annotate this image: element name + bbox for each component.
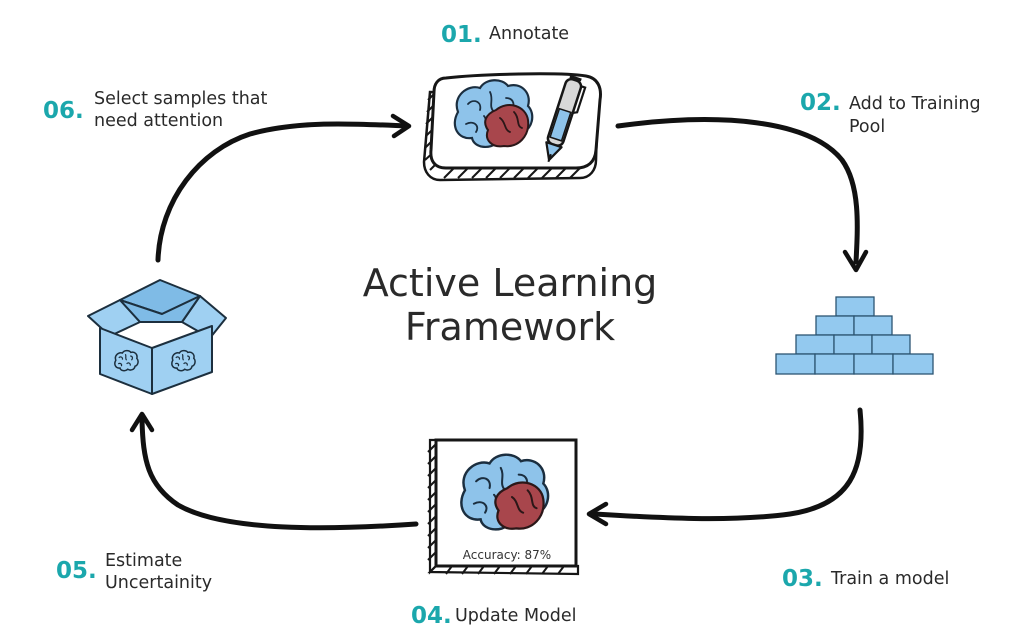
step-label-line-1: Estimate: [105, 551, 182, 571]
step-number: 06.: [43, 98, 84, 124]
arrow-update-to-estimate: [139, 417, 419, 531]
step-estimate-uncertainty: 05. Estimate Uncertainity: [56, 551, 212, 593]
step-label-line-2: Uncertainity: [105, 573, 212, 593]
step-label-line-1: Select samples that: [94, 89, 268, 109]
title-line-2: Framework: [405, 305, 615, 349]
brain-icon: [453, 79, 534, 149]
step-label: Update Model: [455, 606, 576, 626]
arrow-annotate-to-pool: [615, 117, 860, 265]
open-box-icon: [87, 279, 227, 395]
annotation-tablet-icon: [422, 72, 602, 182]
title-line-1: Active Learning: [363, 261, 658, 305]
step-label: Annotate: [489, 24, 569, 44]
brick-pyramid-icon: [775, 296, 934, 375]
arrowhead-annotate: [390, 113, 412, 139]
step-label-line-2: need attention: [94, 111, 223, 131]
model-card-icon: Accuracy: 87%: [427, 438, 580, 576]
arrowhead-pool: [842, 249, 869, 273]
cycle-arrows: [129, 113, 869, 531]
accuracy-label: Accuracy: 87%: [463, 548, 551, 562]
step-select-samples: 06. Select samples that need attention: [43, 89, 268, 395]
step-number: 01.: [441, 22, 482, 48]
arrow-train-to-update: [591, 407, 864, 522]
step-update-model: Accuracy: 87% 04. Update Model: [411, 438, 580, 629]
step-number: 03.: [782, 566, 823, 592]
step-number: 05.: [56, 558, 97, 584]
step-label-line-1: Add to Training: [849, 94, 981, 114]
arrowhead-estimate: [129, 411, 155, 433]
step-number: 04.: [411, 603, 452, 629]
step-add-to-training-pool: 02. Add to Training Pool: [800, 90, 981, 137]
step-train-model: 03. Train a model: [775, 296, 949, 592]
step-label-line-2: Pool: [849, 117, 885, 137]
step-label: Train a model: [830, 569, 949, 589]
arrowhead-update: [586, 501, 609, 527]
diagram-title: Active Learning Framework: [363, 261, 658, 349]
arrow-select-to-annotate: [155, 121, 409, 263]
step-number: 02.: [800, 90, 841, 116]
step-annotate: 01. Annotate: [422, 22, 602, 182]
brain-icon: [460, 453, 550, 531]
pen-icon: [545, 74, 587, 163]
